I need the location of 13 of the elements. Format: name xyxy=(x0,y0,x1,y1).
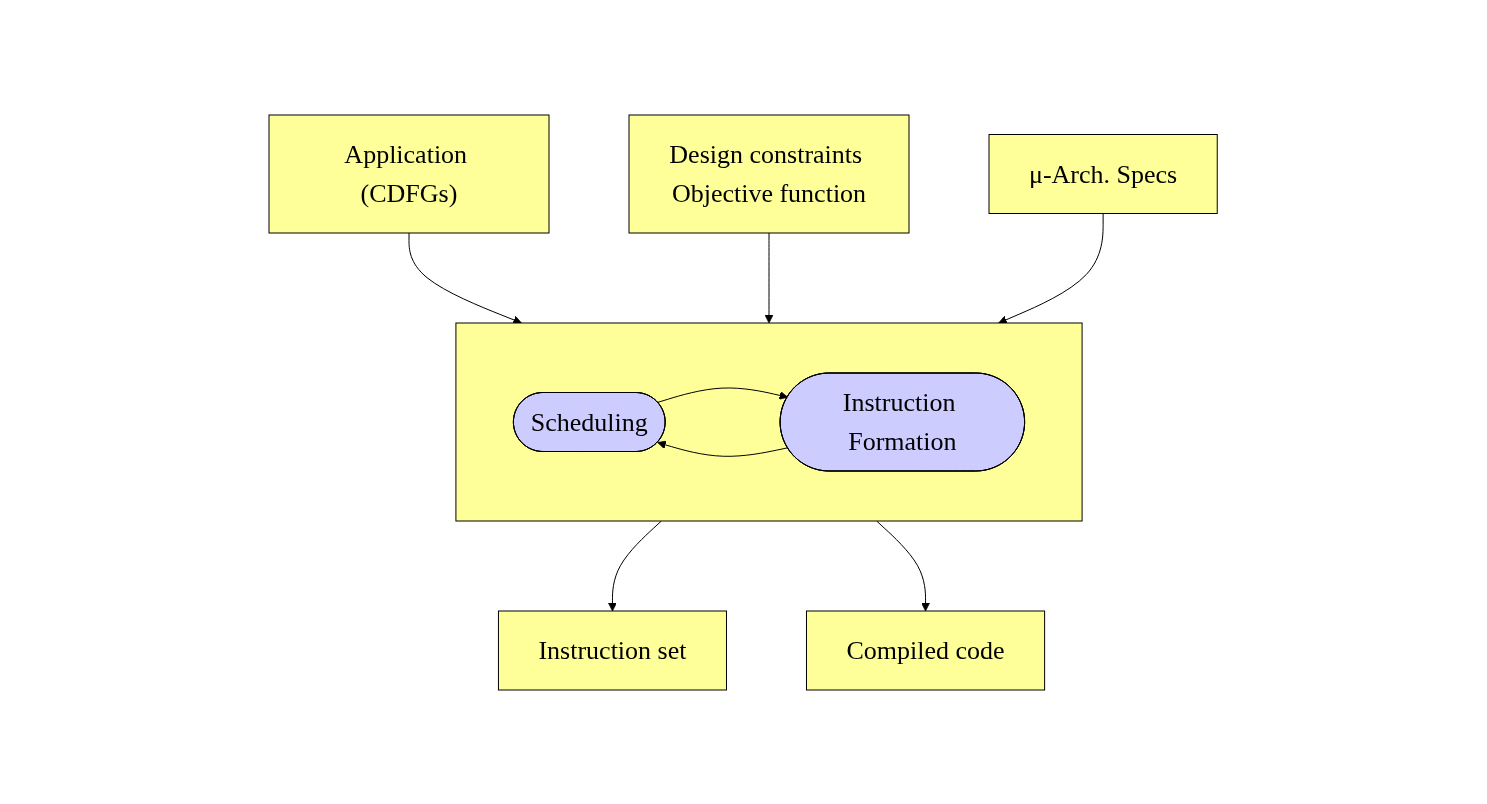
arrow xyxy=(657,386,789,403)
node-box: Design constraints Objective function xyxy=(628,114,910,233)
arrow xyxy=(998,212,1104,324)
node-box: μ-Arch. Specs xyxy=(988,133,1219,214)
arrow xyxy=(765,232,774,323)
node-box: Instruction set xyxy=(498,610,728,690)
node-box: Application (CDFGs) xyxy=(268,114,550,233)
arrow xyxy=(657,440,789,457)
arrow xyxy=(408,232,523,324)
node-box: Compiled code xyxy=(806,610,1046,690)
arrow xyxy=(876,520,931,611)
arrow xyxy=(608,520,663,611)
cluster xyxy=(455,322,1083,521)
